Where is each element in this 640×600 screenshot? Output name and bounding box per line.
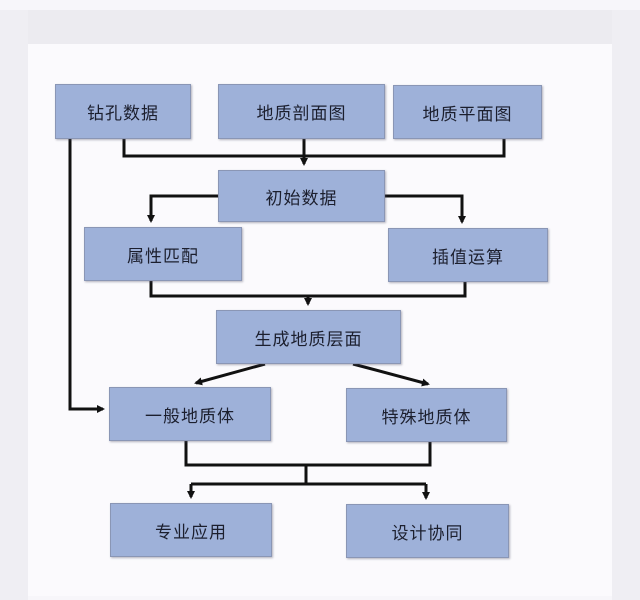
node-label: 地质平面图 — [422, 104, 513, 125]
node-label: 插值运算 — [432, 247, 504, 268]
edge-attr-interp-merge — [149, 281, 467, 298]
node-label: 初始数据 — [265, 188, 338, 209]
edge-initial-to-attr — [147, 194, 218, 223]
node-label: 钻孔数据 — [87, 104, 159, 124]
edge-drill-to-merge — [122, 139, 506, 158]
node-general-body: 一般地质体 — [109, 387, 271, 441]
node-special-body: 特殊地质体 — [346, 388, 507, 442]
edge-bodies-merge — [184, 441, 432, 467]
edge-surface-to-general — [194, 362, 266, 386]
node-label: 属性匹配 — [127, 246, 199, 267]
node-drill-data: 钻孔数据 — [55, 84, 191, 139]
edge-surface-to-special — [352, 362, 430, 387]
scan-frame-right — [612, 10, 640, 600]
node-label: 一般地质体 — [145, 406, 235, 427]
edge-drill-to-general — [68, 139, 105, 413]
node-label: 专业应用 — [155, 522, 227, 543]
scan-frame-top — [0, 10, 640, 45]
node-geo-section: 地质剖面图 — [218, 84, 385, 139]
node-professional-app: 专业应用 — [110, 503, 272, 557]
node-attr-match: 属性匹配 — [84, 227, 242, 281]
node-label: 设计协同 — [391, 523, 464, 544]
node-generate-surface: 生成地质层面 — [216, 310, 401, 364]
scan-frame-left — [0, 10, 28, 600]
node-label: 特殊地质体 — [381, 407, 472, 428]
node-label: 生成地质层面 — [254, 329, 363, 350]
node-interpolation: 插值运算 — [388, 228, 548, 282]
node-design-collab: 设计协同 — [346, 504, 509, 558]
node-label: 地质剖面图 — [256, 104, 347, 124]
edge-initial-to-interp — [385, 194, 466, 224]
node-initial-data: 初始数据 — [218, 170, 385, 222]
node-geo-plan: 地质平面图 — [393, 85, 542, 139]
